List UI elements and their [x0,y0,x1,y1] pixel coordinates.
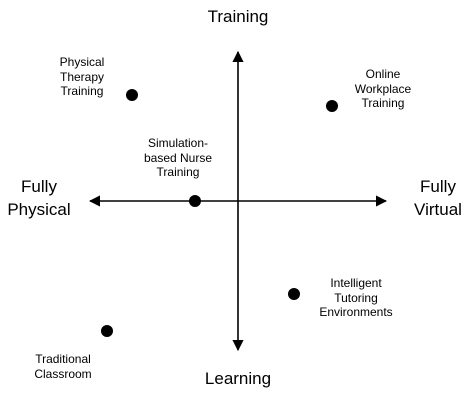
point-traditional-classroom [101,325,113,337]
point-physical-therapy-training [126,89,138,101]
point-online-workplace-training [326,100,338,112]
point-intelligent-tutoring-environments [288,288,300,300]
point-label-simulation-based-nurse-training: Simulation- based Nurse Training [143,136,213,180]
axis-label-right: Fully Virtual [414,177,462,219]
point-label-intelligent-tutoring-environments: Intelligent Tutoring Environments [319,276,393,320]
point-simulation-based-nurse-training [189,195,201,207]
axis-label-bottom: Learning [204,369,272,388]
point-label-online-workplace-training: Online Workplace Training [354,67,412,111]
axis-label-left: Fully Physical [7,177,71,219]
point-label-traditional-classroom: Traditional Classroom [34,352,92,381]
axis-label-top: Training [207,7,269,26]
point-label-physical-therapy-training: Physical Therapy Training [59,55,105,99]
